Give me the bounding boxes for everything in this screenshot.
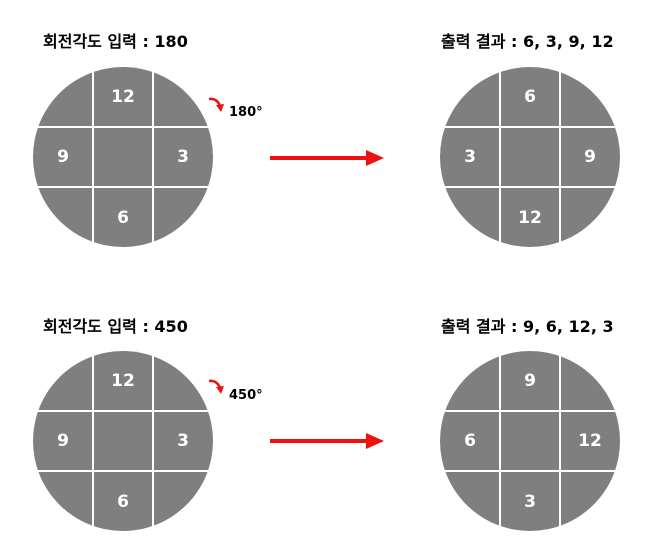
dial-bottom-number: 6 — [117, 208, 129, 228]
dial-right-number: 12 — [578, 431, 602, 451]
dial-right-number: 3 — [177, 431, 189, 451]
dial-left-number: 6 — [464, 431, 476, 451]
output-dial-1: 6 9 12 3 — [440, 67, 620, 247]
dial-left-number: 9 — [57, 147, 69, 167]
input-angle-label-1: 회전각도 입력 : 180 — [43, 32, 188, 51]
dial-graphic — [33, 351, 213, 531]
dial-graphic — [33, 67, 213, 247]
input-dial-2: 12 3 6 9 — [33, 351, 213, 531]
transform-arrow-icon-1 — [270, 150, 384, 166]
dial-top-number: 9 — [524, 371, 536, 391]
input-angle-label-2: 회전각도 입력 : 450 — [43, 317, 188, 336]
dial-top-number: 6 — [524, 87, 536, 107]
dial-bottom-number: 3 — [524, 492, 536, 512]
dial-graphic — [440, 351, 620, 531]
dial-left-number: 9 — [57, 431, 69, 451]
output-dial-2: 9 12 3 6 — [440, 351, 620, 531]
dial-bottom-number: 6 — [117, 492, 129, 512]
transform-arrow-icon-2 — [270, 433, 384, 449]
output-result-label-2: 출력 결과 : 9, 6, 12, 3 — [441, 317, 614, 336]
dial-right-number: 9 — [584, 147, 596, 167]
dial-top-number: 12 — [111, 87, 135, 107]
angle-label-2: 450° — [229, 388, 263, 403]
dial-graphic — [440, 67, 620, 247]
dial-bottom-number: 12 — [518, 208, 542, 228]
dial-top-number: 12 — [111, 371, 135, 391]
angle-label-1: 180° — [229, 105, 263, 120]
dial-right-number: 3 — [177, 147, 189, 167]
rotation-curl-icon-1 — [208, 97, 224, 112]
input-dial-1: 12 3 6 9 — [33, 67, 213, 247]
output-result-label-1: 출력 결과 : 6, 3, 9, 12 — [441, 32, 614, 51]
dial-left-number: 3 — [464, 147, 476, 167]
rotation-curl-icon-2 — [208, 379, 224, 394]
